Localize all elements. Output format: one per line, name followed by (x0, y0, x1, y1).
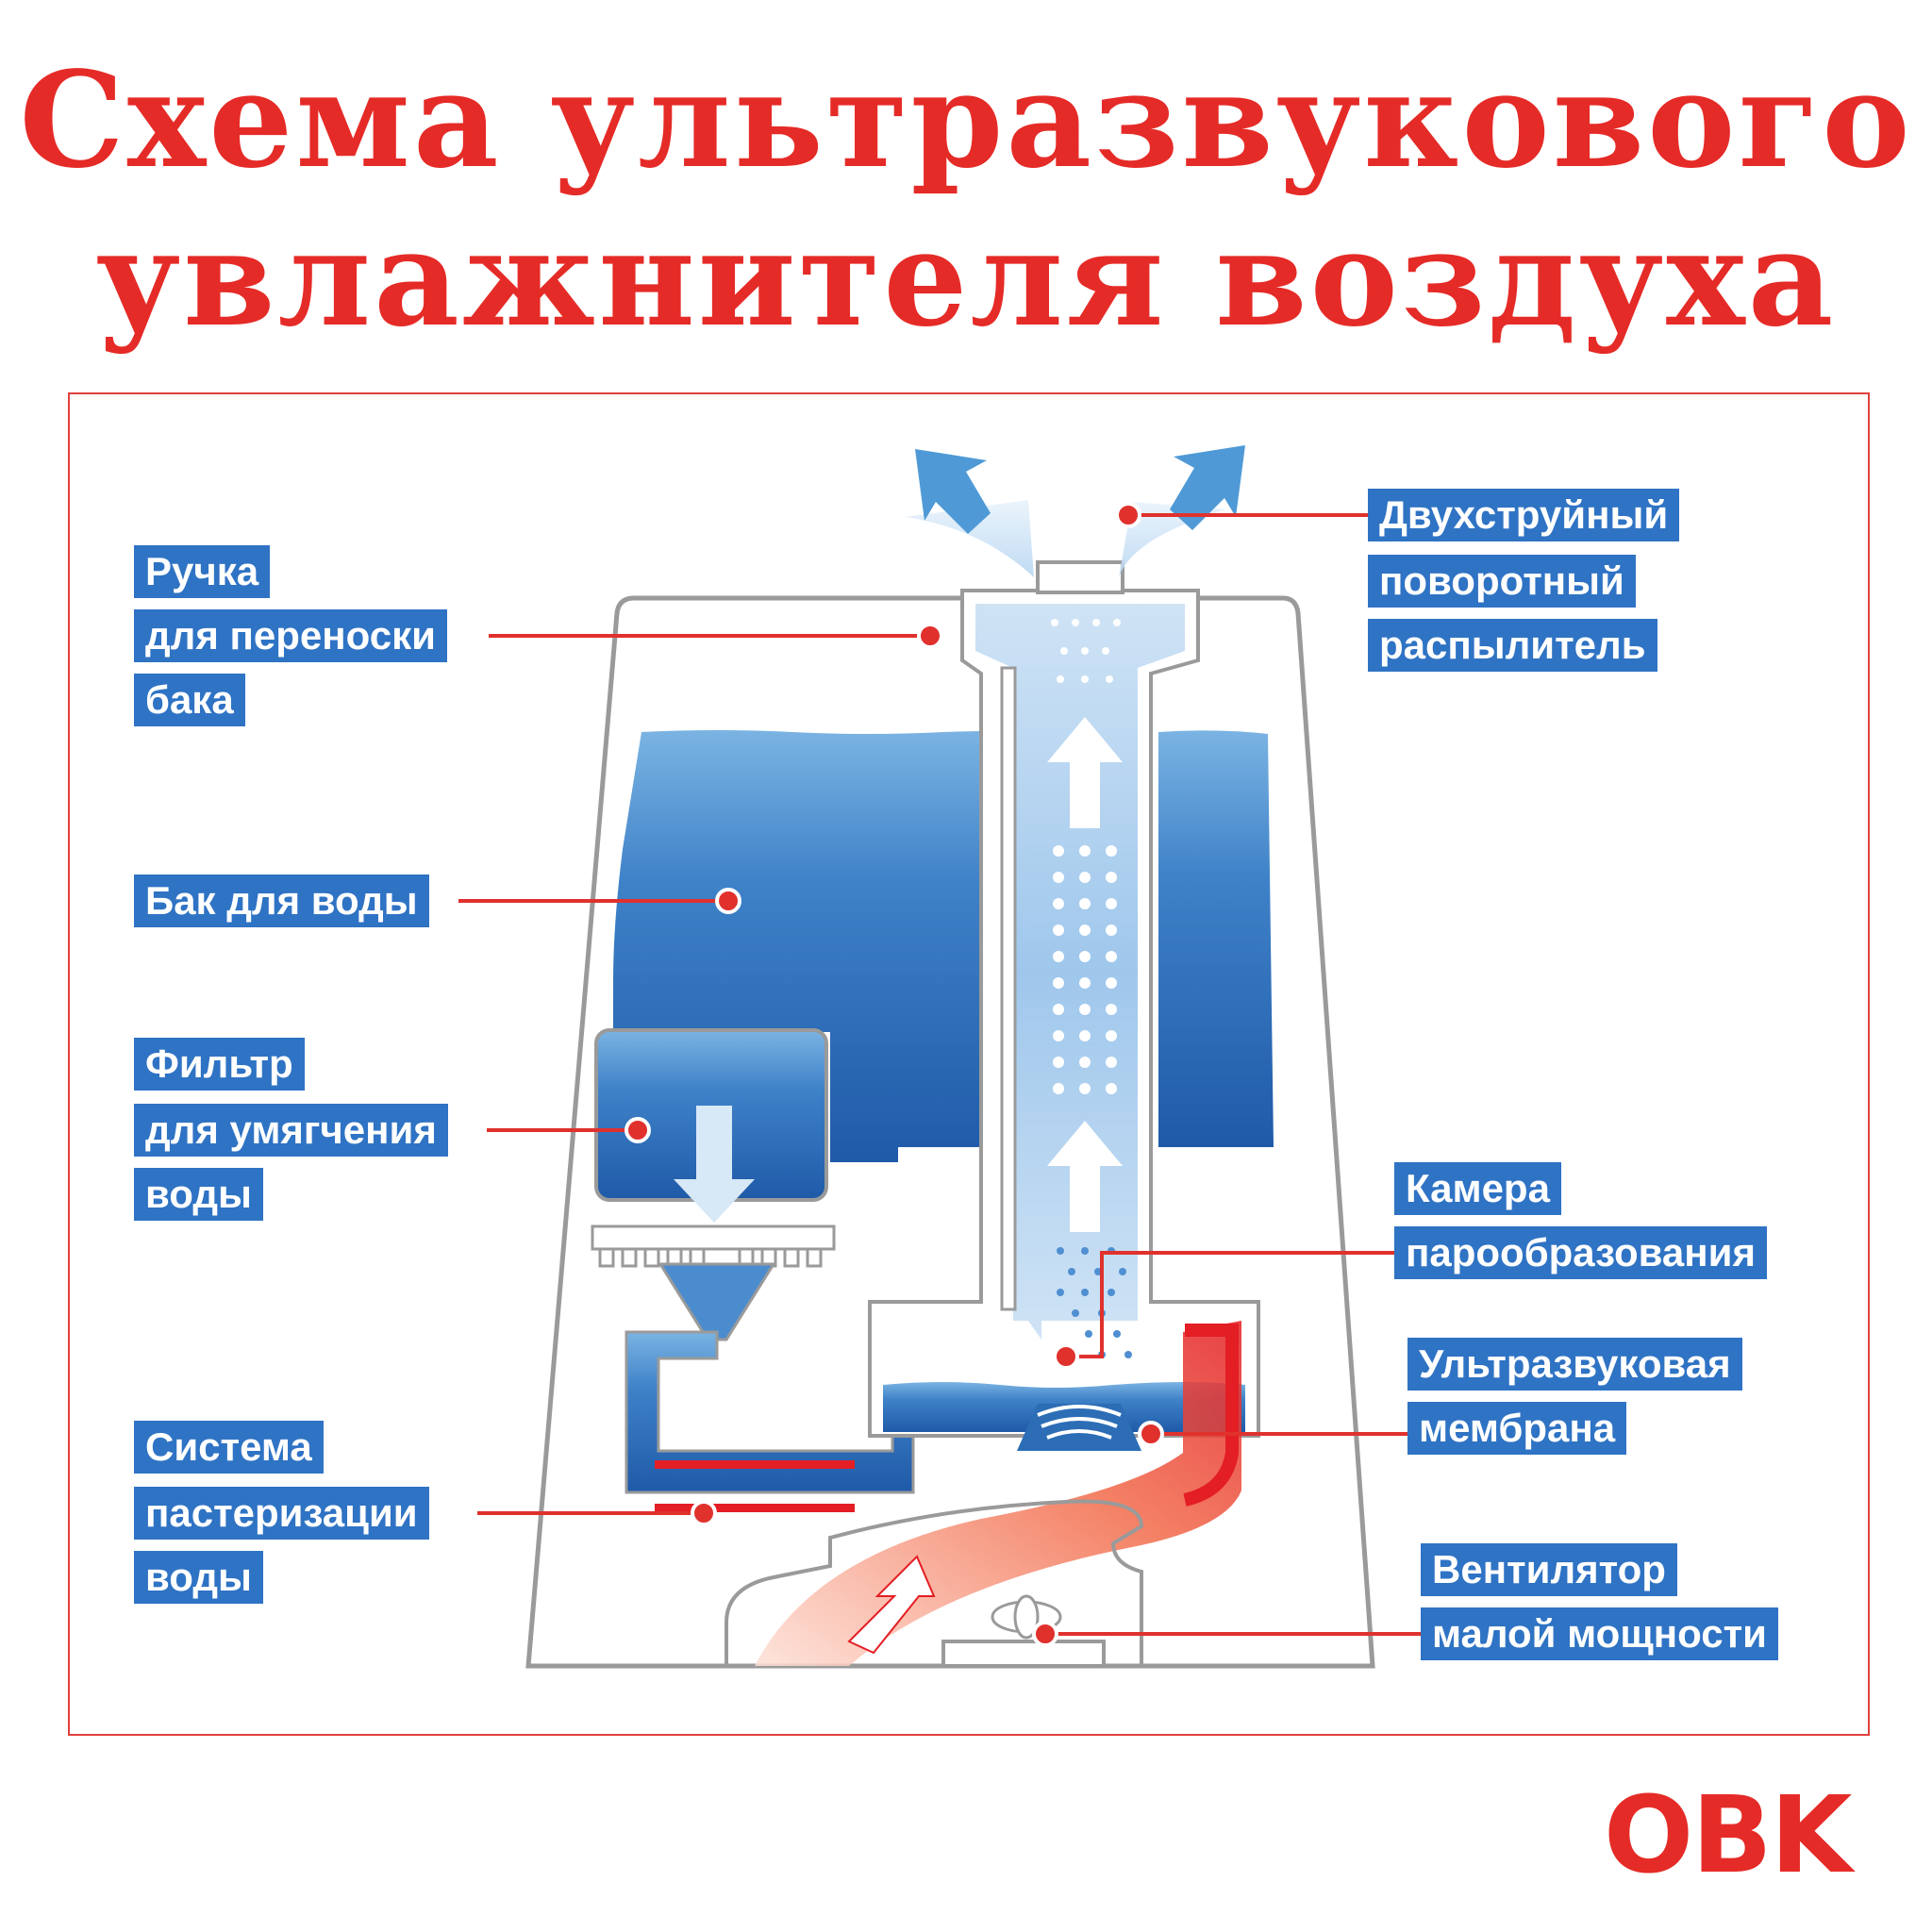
hot-air-pipe (1183, 1324, 1239, 1507)
label-pasteurization-line-2: пастеризации (134, 1487, 429, 1540)
mist-pipe (975, 604, 1185, 1340)
water-tank (613, 730, 1021, 1162)
hot-air-duct (755, 1321, 1241, 1666)
label-membrane-line-2: мембрана (1407, 1402, 1627, 1455)
outlet-arrow-left (915, 449, 991, 534)
label-handle-line-3: бака (134, 674, 245, 726)
ultrasonic-membrane (1017, 1404, 1141, 1451)
obk-logo: OBK (1604, 1774, 1852, 1897)
nozzle-cap (1036, 560, 1124, 594)
water-channel (625, 1330, 915, 1494)
page-title-line-2: увлажнителя воздуха (95, 202, 1837, 357)
fan-housing (724, 1499, 1144, 1666)
label-chamber-line-1: Камера (1394, 1162, 1561, 1215)
mist-droplets (1051, 619, 1121, 1094)
water-tank-right (1158, 730, 1274, 1147)
label-filter-line-2: для умягчения (134, 1104, 448, 1157)
label-pasteurization-line-1: Система (134, 1421, 324, 1474)
label-filter-line-3: воды (134, 1168, 263, 1221)
mist-up-arrow-top (1047, 717, 1123, 828)
label-tank: Бак для воды (134, 874, 429, 927)
label-sprayer-line-1: Двухструйный (1368, 489, 1680, 541)
label-membrane-line-1: Ультразвуковая (1407, 1338, 1742, 1391)
label-fan-line-2: малой мощности (1421, 1607, 1778, 1660)
label-sprayer-line-3: распылитель (1368, 619, 1657, 672)
label-handle-line-1: Ручка (134, 545, 271, 598)
ultrasonic-waves (1037, 1405, 1122, 1440)
mist-plume-left (906, 500, 1034, 577)
leader-lines (458, 502, 1423, 1647)
air-flow-arrow (847, 1555, 936, 1655)
mist-up-arrow-bottom (1047, 1121, 1123, 1232)
filter-funnel (658, 1262, 776, 1341)
outlet-arrow-right (1170, 445, 1245, 530)
filter-comb (591, 1224, 836, 1268)
label-chamber-line-2: парообразования (1394, 1226, 1767, 1279)
diagram-frame (68, 392, 1870, 1736)
label-fan-line-1: Вентилятор (1421, 1543, 1677, 1596)
heater-element-top (655, 1460, 855, 1469)
label-handle-line-2: для переноски (134, 609, 447, 662)
filter-down-arrow (674, 1106, 755, 1223)
page-title-line-1: Схема ультразвукового (19, 43, 1913, 198)
heater-element-bottom (655, 1504, 855, 1512)
label-filter-line-1: Фильтр (134, 1038, 305, 1091)
label-pasteurization-line-3: воды (134, 1551, 263, 1604)
mist-plume-right (1119, 502, 1226, 577)
label-sprayer-line-2: поворотный (1368, 555, 1636, 608)
inner-tube (1000, 666, 1017, 1311)
fan-base (941, 1640, 1106, 1668)
